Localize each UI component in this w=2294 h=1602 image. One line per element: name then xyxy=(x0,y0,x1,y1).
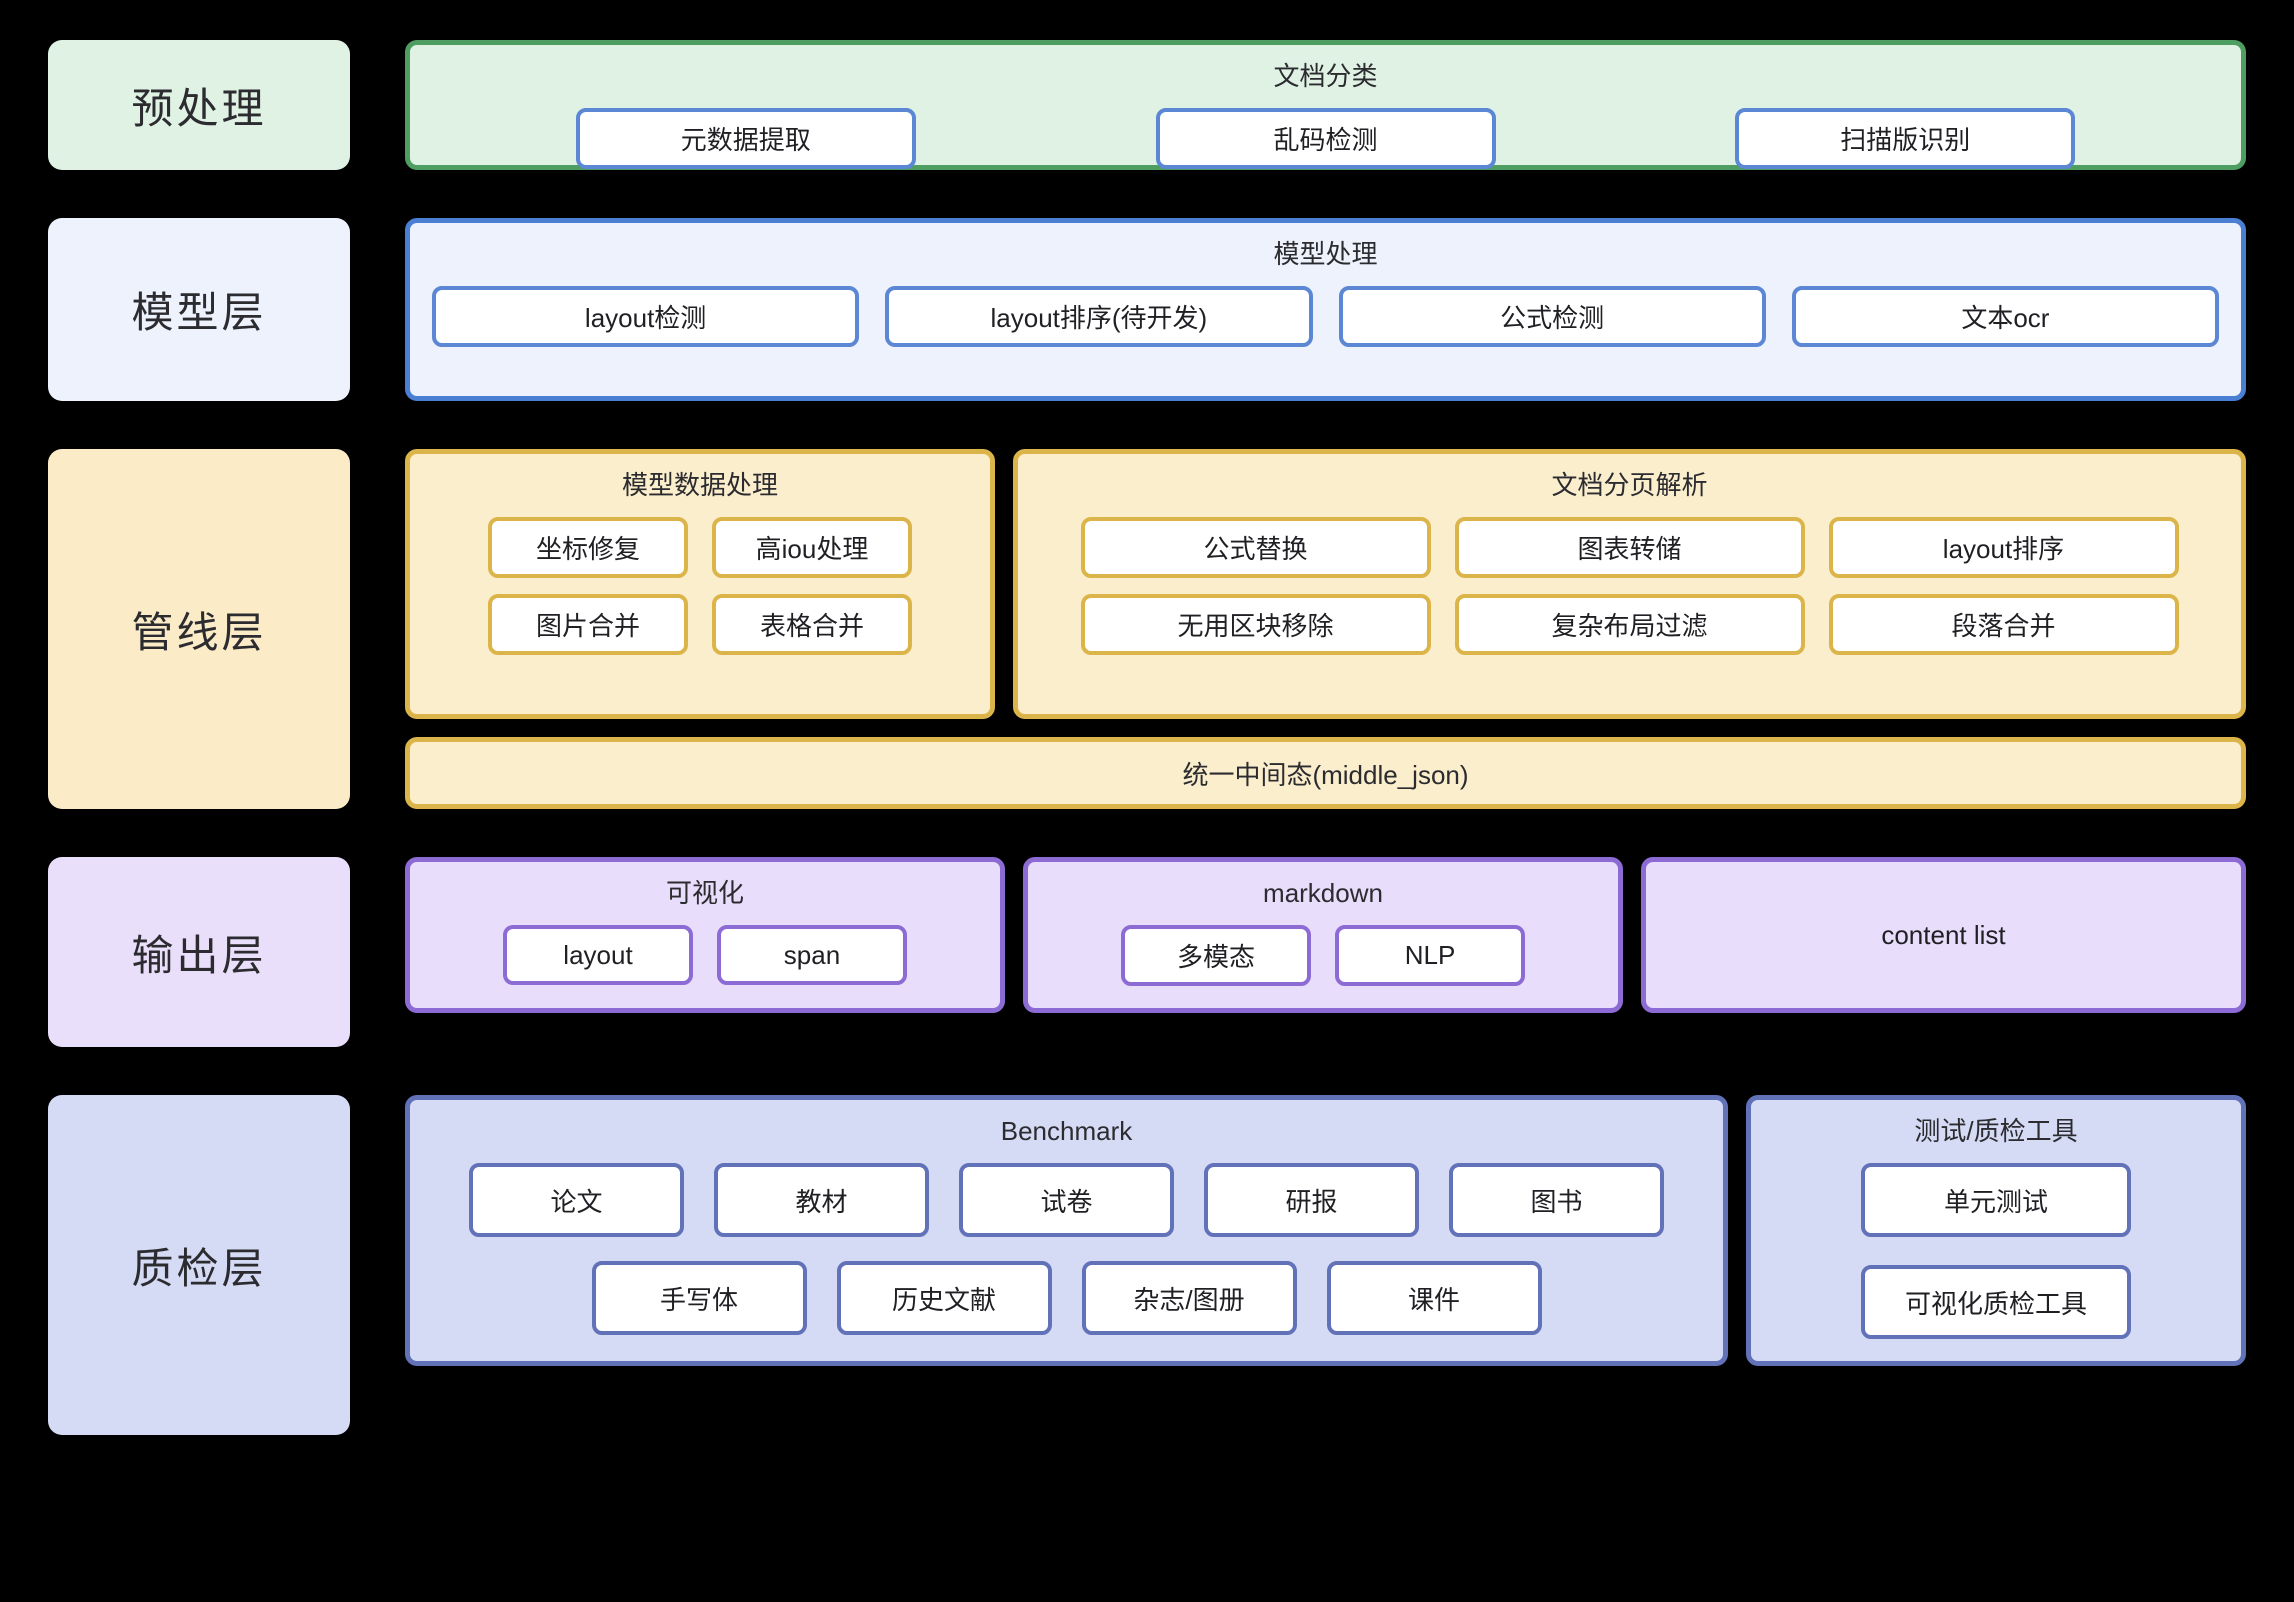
chip-unit-test[interactable]: 单元测试 xyxy=(1861,1163,2131,1238)
chip-formula-replace[interactable]: 公式替换 xyxy=(1080,517,1431,579)
layer-body-model: 模型处理 layout检测 layout排序(待开发) 公式检测 文本ocr xyxy=(405,218,2246,401)
group-title: 文档分页解析 xyxy=(1551,470,1708,500)
chip-book[interactable]: 图书 xyxy=(1449,1163,1664,1238)
group-title: 文档分类 xyxy=(1273,61,1378,91)
group-title: 模型处理 xyxy=(1273,239,1378,269)
group-items: 多模态 NLP xyxy=(1050,925,1596,987)
group-items: 论文 教材 试卷 研报 图书 手写体 历史文献 杂志/图册 课件 xyxy=(432,1163,1701,1336)
chip-layout-ordering[interactable]: layout排序 xyxy=(1828,517,2179,579)
group-items: 坐标修复 高iou处理 图片合并 表格合并 xyxy=(432,517,968,656)
chip-useless-block-removal[interactable]: 无用区块移除 xyxy=(1080,594,1431,656)
chip-handwriting[interactable]: 手写体 xyxy=(591,1261,807,1336)
layer-label-text: 管线层 xyxy=(131,608,267,656)
chip-layout-detection[interactable]: layout检测 xyxy=(432,286,860,348)
layer-label-model: 模型层 xyxy=(48,218,350,401)
group-test-qc-tools: 测试/质检工具 单元测试 可视化质检工具 xyxy=(1746,1095,2246,1367)
group-benchmark: Benchmark 论文 教材 试卷 研报 图书 手写体 历史文献 杂志/图册 … xyxy=(405,1095,1728,1367)
layer-label-text: 模型层 xyxy=(131,289,267,336)
group-model-data-processing: 模型数据处理 坐标修复 高iou处理 图片合并 表格合并 xyxy=(405,449,995,720)
layer-row-pipeline: 管线层 模型数据处理 坐标修复 高iou处理 图片合并 表格合并 文档分页解析 … xyxy=(48,449,2246,809)
chip-garbled-detection[interactable]: 乱码检测 xyxy=(1155,108,1496,170)
group-document-classification: 文档分类 元数据提取 乱码检测 扫描版识别 xyxy=(405,40,2246,170)
group-title: 模型数据处理 xyxy=(621,470,778,500)
chip-visual-qc-tool[interactable]: 可视化质检工具 xyxy=(1861,1265,2131,1340)
layer-row-qc: 质检层 Benchmark 论文 教材 试卷 研报 图书 手写体 历史文献 杂志… xyxy=(48,1095,2246,1435)
chip-exam-paper[interactable]: 试卷 xyxy=(959,1163,1174,1238)
group-items: layout检测 layout排序(待开发) 公式检测 文本ocr xyxy=(432,286,2219,348)
layer-label-text: 预处理 xyxy=(131,84,267,132)
layer-row-preprocess: 预处理 文档分类 元数据提取 乱码检测 扫描版识别 xyxy=(48,40,2246,170)
layer-label-text: 质检层 xyxy=(131,1244,267,1292)
chip-formula-detection[interactable]: 公式检测 xyxy=(1338,286,1766,348)
layer-body-preprocess: 文档分类 元数据提取 乱码检测 扫描版识别 xyxy=(405,40,2246,170)
group-row: 模型数据处理 坐标修复 高iou处理 图片合并 表格合并 文档分页解析 公式替换… xyxy=(405,449,2246,720)
chip-textbook[interactable]: 教材 xyxy=(714,1163,929,1238)
group-model-processing: 模型处理 layout检测 layout排序(待开发) 公式检测 文本ocr xyxy=(405,218,2246,401)
group-items: 公式替换 图表转储 layout排序 无用区块移除 复杂布局过滤 段落合并 xyxy=(1040,517,2219,656)
layer-label-text: 输出层 xyxy=(131,931,267,979)
chip-high-iou-handling[interactable]: 高iou处理 xyxy=(712,517,912,579)
chip-image-merge[interactable]: 图片合并 xyxy=(488,594,688,656)
chip-chart-dump[interactable]: 图表转储 xyxy=(1454,517,1805,579)
chip-scanned-recognition[interactable]: 扫描版识别 xyxy=(1735,108,2076,170)
layer-row-output: 输出层 可视化 layout span markdown 多模态 NLP xyxy=(48,857,2246,1047)
chip-historical-document[interactable]: 历史文献 xyxy=(836,1261,1052,1336)
chip-courseware[interactable]: 课件 xyxy=(1326,1261,1542,1336)
box-content-list[interactable]: content list xyxy=(1641,857,2246,1014)
chip-paragraph-merge[interactable]: 段落合并 xyxy=(1828,594,2179,656)
group-row: 可视化 layout span markdown 多模态 NLP content… xyxy=(405,857,2246,1014)
group-visualization: 可视化 layout span xyxy=(405,857,1005,1014)
layer-body-output: 可视化 layout span markdown 多模态 NLP content… xyxy=(405,857,2246,1047)
chip-metadata-extraction[interactable]: 元数据提取 xyxy=(575,108,916,170)
group-row: 模型处理 layout检测 layout排序(待开发) 公式检测 文本ocr xyxy=(405,218,2246,401)
layer-label-qc: 质检层 xyxy=(48,1095,350,1435)
layer-label-pipeline: 管线层 xyxy=(48,449,350,809)
chip-complex-layout-filter[interactable]: 复杂布局过滤 xyxy=(1454,594,1805,656)
group-items: 元数据提取 乱码检测 扫描版识别 xyxy=(432,108,2219,170)
chip-magazine-album[interactable]: 杂志/图册 xyxy=(1081,1261,1297,1336)
group-items: 单元测试 可视化质检工具 xyxy=(1773,1163,2219,1340)
chip-layout[interactable]: layout xyxy=(503,925,693,986)
group-title: 可视化 xyxy=(665,878,744,908)
chip-paper[interactable]: 论文 xyxy=(469,1163,684,1238)
layer-label-output: 输出层 xyxy=(48,857,350,1047)
group-document-page-parsing: 文档分页解析 公式替换 图表转储 layout排序 无用区块移除 复杂布局过滤 … xyxy=(1013,449,2246,720)
chip-coordinate-repair[interactable]: 坐标修复 xyxy=(488,517,688,579)
chip-table-merge[interactable]: 表格合并 xyxy=(712,594,912,656)
group-title: markdown xyxy=(1263,878,1383,908)
layer-body-qc: Benchmark 论文 教材 试卷 研报 图书 手写体 历史文献 杂志/图册 … xyxy=(405,1095,2246,1435)
group-markdown: markdown 多模态 NLP xyxy=(1023,857,1623,1014)
group-title: 测试/质检工具 xyxy=(1914,1116,2078,1146)
chip-layout-ordering[interactable]: layout排序(待开发) xyxy=(885,286,1313,348)
group-title: Benchmark xyxy=(1000,1116,1133,1146)
chip-span[interactable]: span xyxy=(717,925,907,986)
chip-multimodal[interactable]: 多模态 xyxy=(1121,925,1311,987)
chip-nlp[interactable]: NLP xyxy=(1335,925,1525,987)
bar-unified-middle-json: 统一中间态(middle_json) xyxy=(405,737,2246,809)
group-items: layout span xyxy=(432,925,978,986)
group-row: Benchmark 论文 教材 试卷 研报 图书 手写体 历史文献 杂志/图册 … xyxy=(405,1095,2246,1367)
layer-label-preprocess: 预处理 xyxy=(48,40,350,170)
chip-research-report[interactable]: 研报 xyxy=(1204,1163,1419,1238)
layer-body-pipeline: 模型数据处理 坐标修复 高iou处理 图片合并 表格合并 文档分页解析 公式替换… xyxy=(405,449,2246,809)
chip-text-ocr[interactable]: 文本ocr xyxy=(1791,286,2219,348)
layer-row-model: 模型层 模型处理 layout检测 layout排序(待开发) 公式检测 文本o… xyxy=(48,218,2246,401)
group-row: 文档分类 元数据提取 乱码检测 扫描版识别 xyxy=(405,40,2246,170)
